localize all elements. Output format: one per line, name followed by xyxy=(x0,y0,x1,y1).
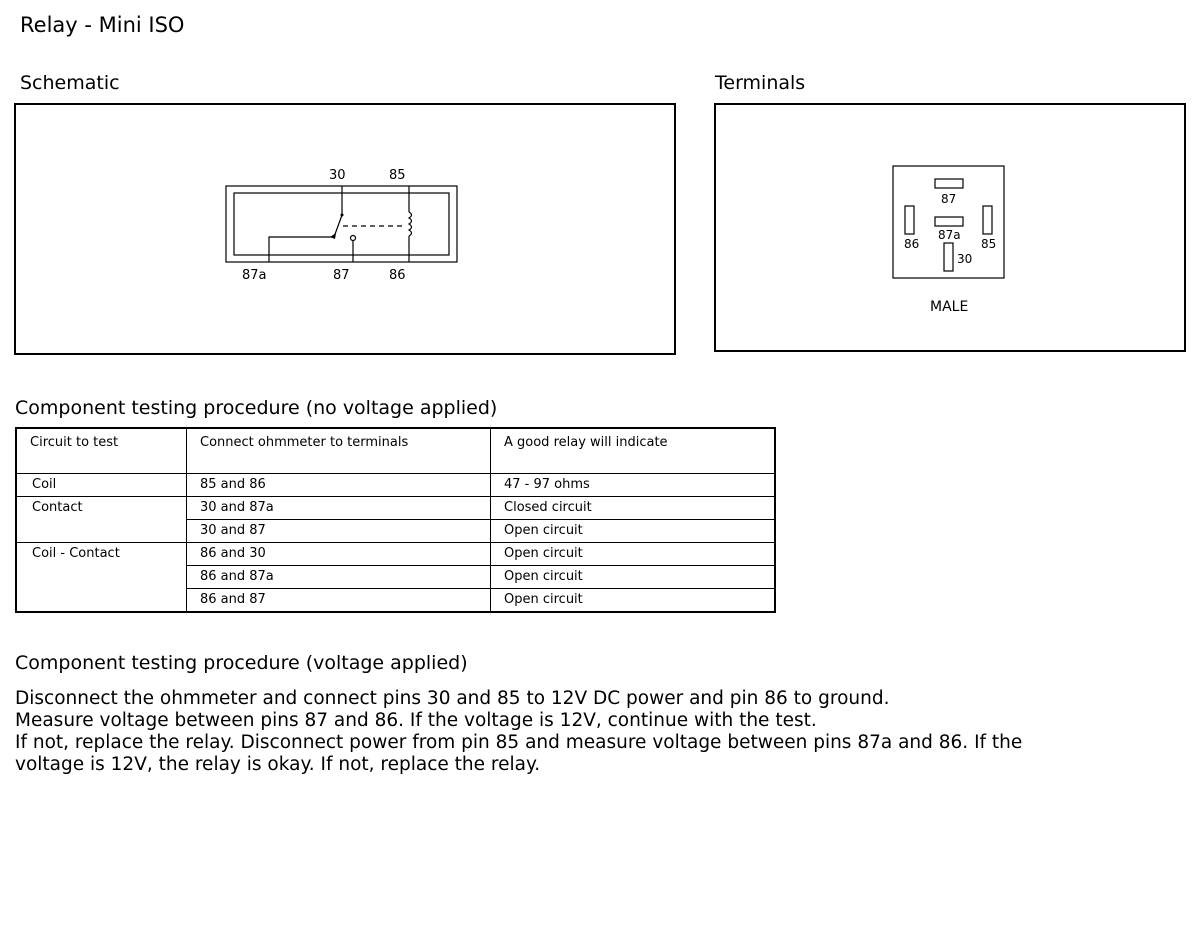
procedure-voltage-title: Component testing procedure (voltage app… xyxy=(15,652,468,674)
table-cell: 30 and 87 xyxy=(186,519,491,543)
table-cell: 47 - 97 ohms xyxy=(490,473,776,497)
table-cell: 30 and 87a xyxy=(186,496,491,520)
page-title: Relay - Mini ISO xyxy=(20,13,185,37)
table-cell: 86 and 87 xyxy=(186,588,491,613)
table-cell: 85 and 86 xyxy=(186,473,491,497)
table-cell: Coil - Contact xyxy=(16,542,187,566)
table-header-row: Circuit to test Connect ohmmeter to term… xyxy=(16,428,776,474)
table-cell: Open circuit xyxy=(490,519,776,543)
terminals-diagram: 87 87a 86 85 30 MALE xyxy=(892,165,1005,315)
table-row: 86 and 87a Open circuit xyxy=(16,565,776,589)
table-header: Connect ohmmeter to terminals xyxy=(186,428,491,474)
pin-label-85: 85 xyxy=(389,168,406,183)
terminals-panel: 87 87a 86 85 30 MALE xyxy=(714,103,1186,352)
terminal-85 xyxy=(982,205,993,235)
table-row: Coil 85 and 86 47 - 97 ohms xyxy=(16,473,776,497)
switch-node xyxy=(340,213,344,217)
terminal-87a xyxy=(934,216,964,227)
procedure-no-voltage-title: Component testing procedure (no voltage … xyxy=(15,397,498,419)
procedure-voltage-instructions: Disconnect the ohmmeter and connect pins… xyxy=(15,688,1023,776)
pin-87-contact xyxy=(349,234,357,242)
terminal-label-86: 86 xyxy=(904,237,919,251)
instruction-line: If not, replace the relay. Disconnect po… xyxy=(15,732,1023,753)
table-cell: Open circuit xyxy=(490,542,776,566)
pin-87a-lead xyxy=(268,236,332,262)
table-cell: Coil xyxy=(16,473,187,497)
table-cell xyxy=(16,519,187,543)
terminal-label-85: 85 xyxy=(981,237,996,251)
terminal-label-87a: 87a xyxy=(938,228,961,242)
terminal-label-30: 30 xyxy=(957,252,972,266)
instruction-line: Measure voltage between pins 87 and 86. … xyxy=(15,710,817,731)
testing-table: Circuit to test Connect ohmmeter to term… xyxy=(15,427,776,613)
terminal-gender-label: MALE xyxy=(930,299,968,315)
table-cell xyxy=(16,588,187,613)
switch-pivot xyxy=(330,233,336,239)
table-cell xyxy=(16,565,187,589)
pin-label-86: 86 xyxy=(389,268,406,283)
table-header: A good relay will indicate xyxy=(490,428,776,474)
pin-label-30: 30 xyxy=(329,168,346,183)
coil-winding xyxy=(407,211,413,237)
table-cell: Open circuit xyxy=(490,588,776,613)
table-row: 30 and 87 Open circuit xyxy=(16,519,776,543)
table-row: Coil - Contact 86 and 30 Open circuit xyxy=(16,542,776,566)
switch-arm xyxy=(333,214,343,238)
schematic-label: Schematic xyxy=(20,72,120,94)
instruction-line: Disconnect the ohmmeter and connect pins… xyxy=(15,688,890,709)
table-header: Circuit to test xyxy=(16,428,187,474)
table-row: 86 and 87 Open circuit xyxy=(16,588,776,613)
schematic-diagram: 30 85 87a 87 86 xyxy=(225,168,458,283)
terminal-86 xyxy=(904,205,915,235)
table-cell: Closed circuit xyxy=(490,496,776,520)
table-row: Contact 30 and 87a Closed circuit xyxy=(16,496,776,520)
table-cell: Contact xyxy=(16,496,187,520)
table-cell: 86 and 87a xyxy=(186,565,491,589)
pin-label-87: 87 xyxy=(333,268,350,283)
terminal-87 xyxy=(934,178,964,189)
terminal-label-87: 87 xyxy=(941,192,956,206)
instruction-line: voltage is 12V, the relay is okay. If no… xyxy=(15,754,541,775)
relay-base-outline xyxy=(892,165,1005,279)
schematic-panel: 30 85 87a 87 86 xyxy=(14,103,676,355)
terminals-label: Terminals xyxy=(715,72,806,94)
table-cell: 86 and 30 xyxy=(186,542,491,566)
pin-label-87a: 87a xyxy=(242,268,267,283)
table-cell: Open circuit xyxy=(490,565,776,589)
terminal-30 xyxy=(943,242,954,272)
